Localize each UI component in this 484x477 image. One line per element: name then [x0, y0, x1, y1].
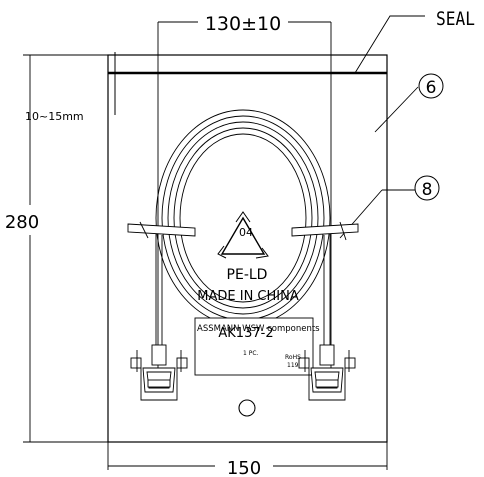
cable-tie-right: [291, 221, 359, 241]
product-part-number: AK137-2: [218, 326, 273, 341]
width-dimension-label: 130±10: [205, 13, 281, 35]
top-dimension: 130±10: [157, 13, 332, 370]
recycle-symbol-icon: [217, 211, 269, 259]
product-rohs: RoHS: [285, 354, 301, 361]
product-rohs-code: 119: [287, 362, 299, 369]
left-dimension: 280: [5, 54, 108, 443]
origin-text: MADE IN CHINA: [197, 289, 299, 304]
bottom-dimension: 150: [107, 442, 388, 477]
seal-label: SEAL: [436, 9, 475, 31]
hang-hole: [238, 399, 256, 417]
product-quantity: 1 PC.: [243, 350, 259, 357]
product-label-box: [194, 317, 314, 376]
seal-offset-label: 10~15mm: [25, 110, 84, 123]
recycle-code: 04: [239, 226, 253, 239]
product-company: ASSMANN WSW components: [197, 324, 320, 334]
connector-left: [130, 344, 188, 401]
recycle-material: PE-LD: [227, 267, 268, 283]
bag-width-label: 150: [227, 458, 261, 477]
bag-outline: [107, 54, 388, 443]
item-6-balloon: [418, 73, 444, 99]
item-6-number: 6: [426, 78, 437, 98]
item-8-balloon: [414, 175, 440, 201]
bag-callout: 6: [374, 73, 444, 133]
seal-callout: SEAL: [354, 9, 475, 74]
height-dimension-label: 280: [5, 212, 39, 233]
cable-tie-left: [127, 221, 196, 239]
connector-right: [298, 344, 356, 401]
item-8-number: 8: [422, 180, 433, 200]
